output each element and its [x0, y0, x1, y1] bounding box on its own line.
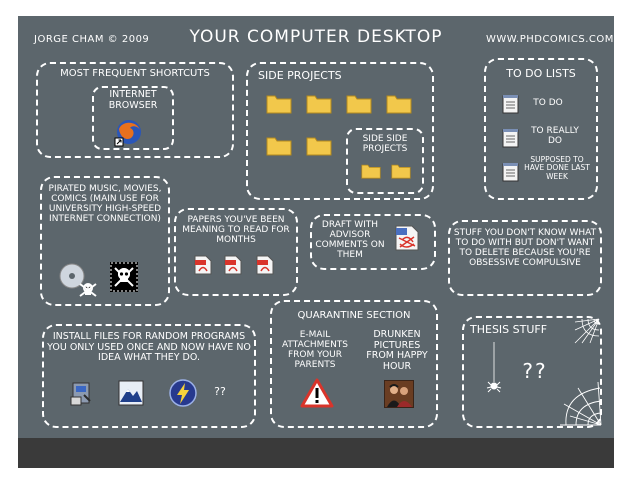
zone-papers-label: Papers you've been meaning to read for m… — [182, 215, 290, 246]
zone-thesis-label: Thesis stuff — [470, 323, 548, 336]
taskbar[interactable] — [18, 438, 614, 468]
email-attachments-label: E-mail attachments from your parents — [281, 330, 349, 371]
firefox-icon[interactable] — [114, 117, 144, 147]
page-title: Your Computer Desktop — [189, 27, 443, 47]
folder-icon[interactable] — [266, 92, 292, 114]
cd-icon[interactable] — [58, 262, 98, 298]
website-credit: www.phdcomics.com — [486, 34, 614, 45]
zone-todo-label: To do lists — [506, 67, 576, 80]
installer-icon[interactable] — [70, 381, 94, 407]
zone-draft — [310, 214, 436, 270]
zone-side-projects — [246, 62, 434, 200]
folder-icon[interactable] — [346, 92, 372, 114]
cobweb-icon — [574, 318, 600, 344]
zone-install — [42, 324, 256, 428]
lightning-icon[interactable] — [168, 378, 198, 408]
notepad-icon[interactable] — [502, 94, 520, 114]
zone-pirated-label: Pirated music, movies, comics (main use … — [48, 184, 162, 225]
marked-up-draft-icon[interactable] — [394, 224, 420, 252]
zone-shortcuts-label: Most frequent shortcuts — [60, 68, 210, 79]
zone-stuff — [448, 220, 602, 296]
zone-shortcuts — [36, 62, 234, 158]
mountain-app-icon[interactable] — [118, 380, 144, 406]
desktop: Jorge Cham © 2009 Your Computer Desktop … — [18, 16, 614, 468]
pdf-icon[interactable] — [194, 255, 212, 275]
folder-icon[interactable] — [361, 162, 381, 179]
zone-pirated — [40, 176, 170, 306]
zone-quarantine-label: Quarantine section — [297, 310, 411, 321]
browser-label: Internet browser — [108, 89, 158, 111]
zone-stuff-label: Stuff you don't know what to do with but… — [453, 228, 597, 269]
folder-icon[interactable] — [386, 92, 412, 114]
zone-side-side-projects — [346, 128, 424, 194]
drunken-pictures-label: Drunken pictures from happy hour — [366, 329, 428, 372]
todo-item-label: To really do — [531, 126, 579, 147]
skull-icon[interactable] — [110, 262, 138, 292]
zone-thesis — [462, 316, 602, 428]
side-side-projects-label: Side side projects — [362, 134, 408, 155]
zone-side-projects-label: Side projects — [258, 69, 342, 82]
shortcut-browser-box — [92, 86, 174, 150]
zone-install-label: Install files for random programs you on… — [47, 331, 251, 364]
author-credit: Jorge Cham © 2009 — [34, 34, 150, 45]
notepad-icon[interactable] — [502, 162, 520, 182]
pdf-icon[interactable] — [256, 255, 274, 275]
pdf-icon[interactable] — [224, 255, 242, 275]
warning-icon[interactable] — [300, 378, 334, 408]
folder-icon[interactable] — [391, 162, 411, 179]
photo-icon[interactable] — [384, 380, 414, 408]
zone-todo — [484, 58, 598, 200]
thesis-unknown-label: ?? — [522, 359, 548, 383]
folder-icon[interactable] — [266, 134, 292, 156]
zone-quarantine — [270, 300, 438, 428]
folder-icon[interactable] — [306, 92, 332, 114]
todo-item-label: Supposed to have done last week — [524, 155, 590, 181]
unknown-program-label: ?? — [214, 385, 226, 398]
cobweb-icon — [558, 380, 602, 426]
spider-icon — [484, 342, 504, 394]
zone-papers — [174, 208, 298, 296]
folder-icon[interactable] — [306, 134, 332, 156]
todo-item-label: To do — [533, 98, 563, 108]
zone-draft-label: Draft with advisor comments on them — [315, 220, 385, 261]
notepad-icon[interactable] — [502, 128, 520, 148]
